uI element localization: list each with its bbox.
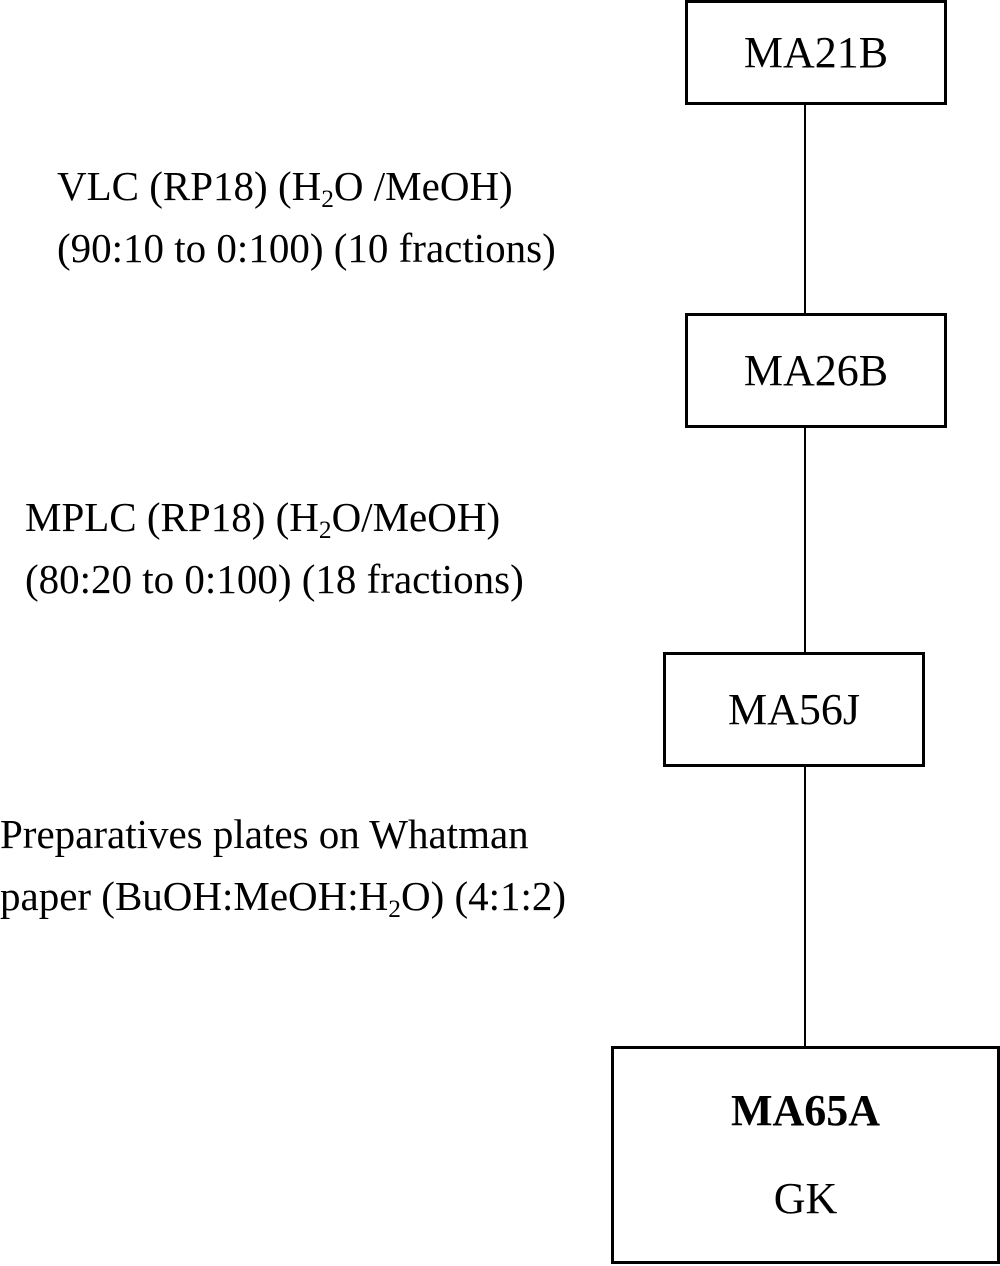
node-label: MA65A [730, 1086, 881, 1135]
step-line: (80:20 to 0:100) (18 fractions) [25, 556, 524, 602]
node-ma56j: MA56J [663, 652, 925, 767]
node-label: MA21B [743, 27, 889, 77]
step-line: MPLC (RP18) (H2O/MeOH) [25, 494, 501, 545]
node-ma21b: MA21B [685, 0, 947, 105]
node-ma26b: MA26B [685, 313, 947, 428]
connector-ma21b-ma26b [804, 103, 806, 315]
step-preparative-plates: Preparatives plates on Whatman paper (Bu… [0, 803, 566, 927]
node-label: MA26B [743, 345, 889, 395]
step-vlc: VLC (RP18) (H2O /MeOH) (90:10 to 0:100) … [57, 155, 556, 279]
step-line: paper (BuOH:MeOH:H2O) (4:1:2) [0, 873, 567, 924]
step-mplc: MPLC (RP18) (H2O/MeOH) (80:20 to 0:100) … [25, 486, 524, 610]
connector-ma26b-ma56j [804, 426, 806, 654]
step-line: (90:10 to 0:100) (10 fractions) [57, 225, 556, 271]
node-label: MA56J [727, 684, 861, 734]
connector-ma56j-ma65a [804, 765, 806, 1048]
step-line: Preparatives plates on Whatman [0, 811, 529, 857]
node-ma65a: MA65A GK [611, 1046, 1000, 1264]
step-line: VLC (RP18) (H2O /MeOH) [57, 163, 513, 214]
node-sublabel: GK [773, 1174, 838, 1223]
